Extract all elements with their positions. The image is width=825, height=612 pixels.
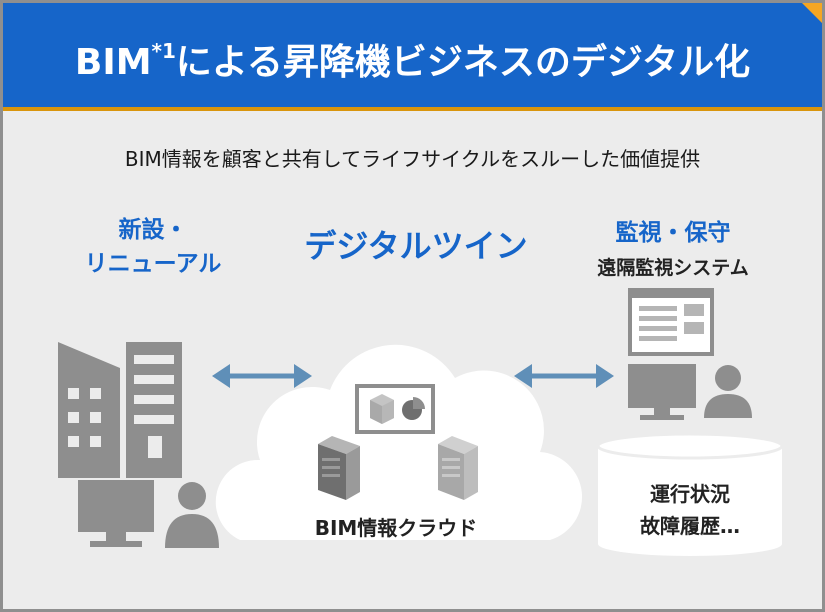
monitor-icon	[78, 480, 154, 547]
monitor-icon	[628, 364, 696, 420]
person-icon	[704, 365, 752, 418]
title-rest: による昇降機ビジネスのデジタル化	[175, 42, 751, 83]
right-heading: 監視・保守	[615, 220, 731, 246]
browser-window-icon	[628, 288, 714, 356]
page-title: BIM*1による昇降機ビジネスのデジタル化	[3, 33, 822, 85]
database-label-line1: 運行状況	[650, 482, 730, 506]
left-heading-line1: 新設・	[118, 217, 188, 243]
person-icon	[165, 482, 219, 548]
title-footnote-mark: *1	[151, 39, 176, 63]
corner-accent	[802, 3, 822, 23]
database-label: 運行状況 故障履歴…	[598, 478, 782, 542]
building-icon	[58, 342, 182, 478]
server-icon	[318, 436, 360, 500]
double-arrow-icon	[514, 364, 614, 388]
cloud-label: BIM情報クラウド	[314, 516, 478, 540]
double-arrow-icon	[212, 364, 312, 388]
database-label-line2: 故障履歴…	[640, 514, 740, 538]
left-heading-line2: リニューアル	[84, 251, 222, 277]
dashboard-icon	[355, 384, 435, 434]
left-heading: 新設・ リニューアル	[43, 213, 263, 281]
title-main: BIM	[74, 42, 152, 83]
database-icon	[596, 432, 784, 556]
center-heading: デジタルツイン	[304, 227, 528, 265]
server-icon	[438, 436, 478, 500]
subtitle: BIM情報を顧客と共有してライフサイクルをスルーした価値提供	[124, 147, 701, 171]
right-subheading: 遠隔監視システム	[597, 257, 749, 279]
header-banner: BIM*1による昇降機ビジネスのデジタル化	[3, 3, 822, 111]
cloud-shape	[215, 344, 583, 540]
